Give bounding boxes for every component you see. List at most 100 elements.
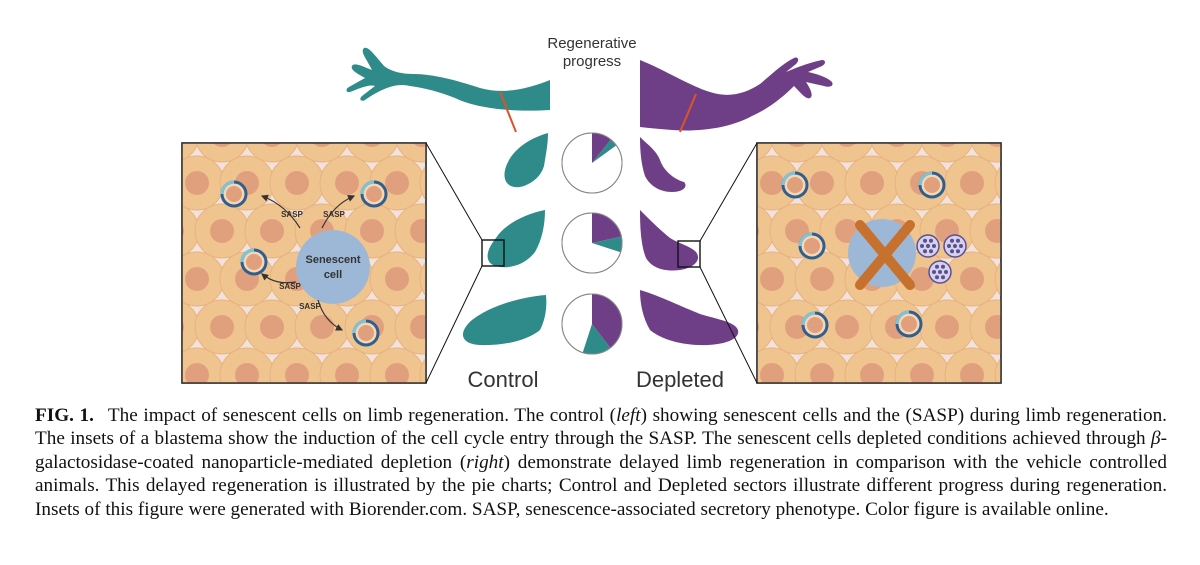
depleted-full-limb <box>640 57 833 131</box>
tissue-cell <box>269 155 325 211</box>
header-line2: progress <box>563 53 621 70</box>
tissue-cell <box>182 251 225 307</box>
figure-caption: FIG. 1. The impact of senescent cells on … <box>35 404 1167 521</box>
tissue-cell <box>395 143 426 163</box>
senescent-cell <box>296 230 370 304</box>
tissue-cell <box>245 143 299 163</box>
control-stump-1 <box>504 133 548 188</box>
sasp-label-1: SASP <box>281 210 303 219</box>
tissue-cell <box>770 143 824 163</box>
control-stump-3 <box>462 295 547 346</box>
sasp-label-2: SASP <box>323 210 345 219</box>
tissue-cell <box>219 347 275 383</box>
tissue-cell <box>182 155 225 211</box>
tissue-cell <box>294 299 350 355</box>
senescent-label-line1: Senescent <box>305 254 360 266</box>
cell-cycle-icon <box>240 248 268 276</box>
tissue-cell <box>794 251 850 307</box>
tissue-cell <box>269 347 325 383</box>
tissue-cell <box>919 299 975 355</box>
tissue-cell <box>994 357 1001 383</box>
tissue-cell <box>844 155 900 211</box>
caption-em-right: right <box>466 451 504 473</box>
control-label: Control <box>468 367 539 392</box>
caption-part1: The impact of senescent cells on limb re… <box>107 405 617 426</box>
header-line1: Regenerative <box>547 35 636 52</box>
tissue-cell <box>182 347 225 383</box>
tissue-cell <box>182 301 200 353</box>
depleted-zoom-box <box>677 240 701 268</box>
tissue-cell <box>944 347 1000 383</box>
caption-em-left: left <box>616 405 641 426</box>
control-limbs <box>346 47 550 346</box>
tissue-cell <box>844 347 900 383</box>
caption-part2: ) showing senescent cells and the (SASP)… <box>35 405 1167 450</box>
caption-part4: ) demonstrate delayed limb regeneration … <box>35 451 1168 520</box>
progress-pie-2 <box>561 212 623 274</box>
figure-illustration: Regenerative progress Senescent cell <box>181 35 1002 392</box>
tissue-cell <box>394 299 426 355</box>
tissue-cell <box>182 143 199 161</box>
tissue-cell <box>394 203 426 259</box>
tissue-cell <box>182 205 200 257</box>
tissue-cell <box>345 143 399 163</box>
cell-cycle-icon <box>798 232 826 260</box>
tissue-cell <box>969 299 1001 355</box>
tissue-cell <box>419 261 426 297</box>
cross-icon <box>855 220 915 290</box>
control-cut-line <box>499 91 517 133</box>
sasp-label-3: SASP <box>279 282 301 291</box>
cell-cycle-icon <box>895 310 923 338</box>
cell-cycle-icon <box>352 319 380 347</box>
tissue-cell <box>820 143 874 163</box>
progress-pies <box>561 132 623 355</box>
tissue-cell <box>319 155 375 211</box>
caption-beta: β <box>1151 428 1161 450</box>
caption-part3: -galactosidase-coated nanoparticle-media… <box>35 428 1167 473</box>
control-stump-2 <box>487 210 545 268</box>
tissue-cell <box>944 251 1000 307</box>
tissue-cell <box>419 357 426 383</box>
progress-pie-3 <box>561 293 623 355</box>
tissue-cell <box>369 347 425 383</box>
tissue-cell <box>894 347 950 383</box>
tissue-cell <box>757 251 800 307</box>
cell-cycle-icon <box>781 171 809 199</box>
progress-pie-1 <box>561 132 623 194</box>
tissue-cell <box>757 143 774 161</box>
tissue-cell <box>244 299 300 355</box>
depleted-stump-2 <box>640 210 699 271</box>
tissue-cell <box>295 143 349 163</box>
depleted-cut-line <box>679 93 697 133</box>
tissue-cell <box>819 299 875 355</box>
caption-label: FIG. 1. <box>35 405 94 426</box>
tissue-cell <box>195 143 249 163</box>
tissue-cell <box>944 155 1000 211</box>
nanoparticle-icon <box>916 234 967 284</box>
tissue-cell <box>870 143 924 163</box>
cell-cycle-icon <box>918 171 946 199</box>
control-inset: Senescent cell SASP SASP SASP SASP <box>181 142 427 384</box>
control-full-limb <box>346 47 550 111</box>
tissue-cell <box>419 165 426 201</box>
cell-cycle-icon <box>360 180 388 208</box>
tissue-cell <box>994 165 1001 201</box>
tissue-cell <box>194 299 250 355</box>
control-zoom-box <box>481 239 505 267</box>
tissue-cell <box>969 203 1001 259</box>
depleted-inset <box>756 142 1002 384</box>
depleted-label: Depleted <box>636 367 724 392</box>
sasp-label-4: SASP <box>299 302 321 311</box>
cell-cycle-icon <box>220 180 248 208</box>
tissue-cell <box>194 203 250 259</box>
depleted-stump-1 <box>640 137 686 192</box>
tissue-cell <box>994 261 1001 297</box>
tissue-cell <box>794 347 850 383</box>
tissue-cell <box>970 143 1001 163</box>
senescent-label-line2: cell <box>324 269 342 281</box>
tissue-cell <box>244 203 300 259</box>
depleted-stump-3 <box>640 290 739 346</box>
tissue-cell <box>757 347 800 383</box>
tissue-cell <box>369 251 425 307</box>
tissue-cell <box>757 205 775 257</box>
